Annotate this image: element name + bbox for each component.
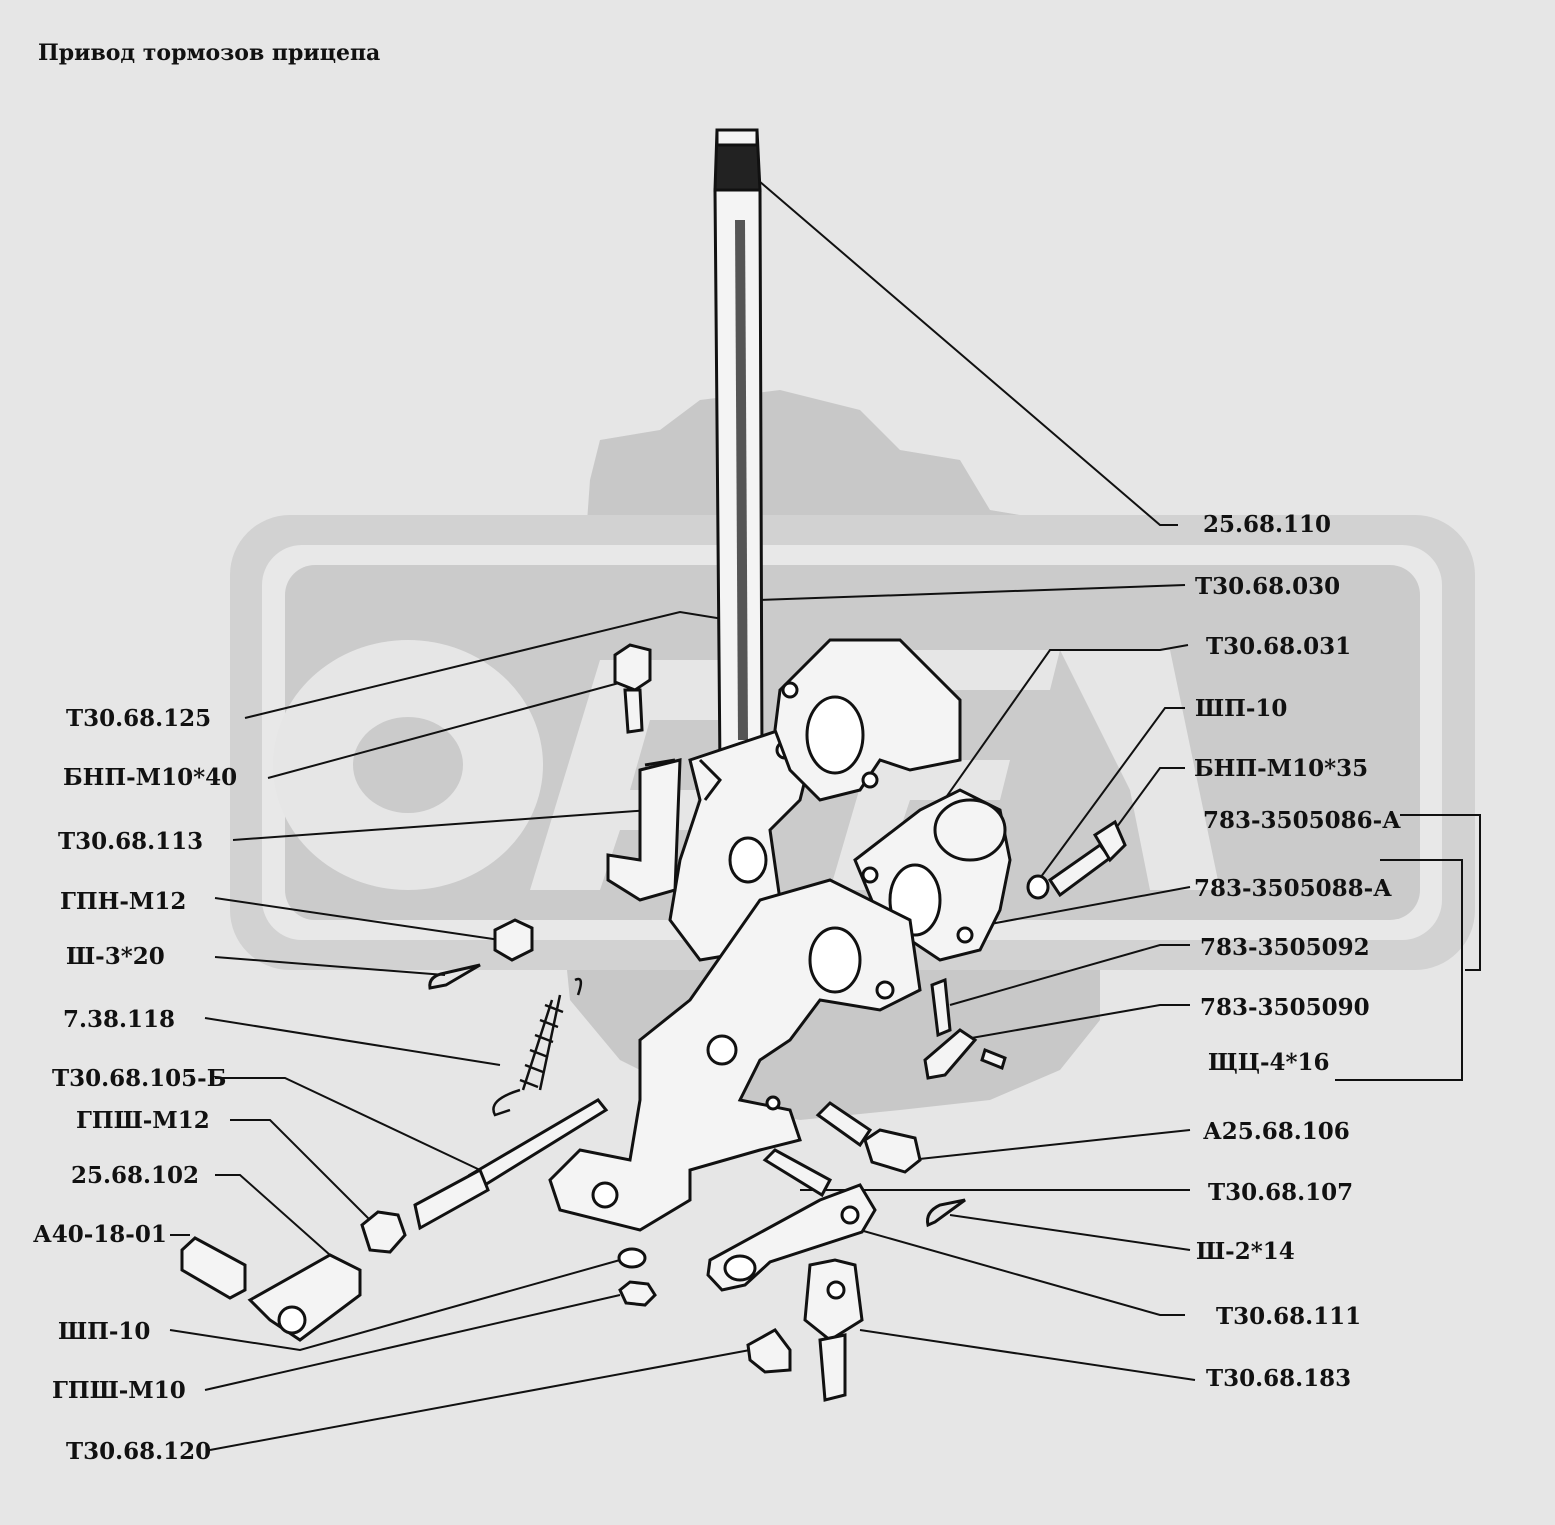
parts — [180, 128, 1127, 1402]
label-t30-68-120: Т30.68.120 — [66, 1438, 212, 1465]
leader-t30-68-031 — [869, 644, 1189, 906]
arm-t30-68-111 — [706, 1183, 877, 1292]
label-783-3505086-a: 783-3505086-А — [1203, 807, 1401, 834]
label-25-68-102: 25.68.102 — [71, 1162, 200, 1189]
label-t30-68-113: Т30.68.113 — [58, 828, 204, 855]
label-t30-68-107: Т30.68.107 — [1208, 1179, 1354, 1206]
bushing-t30-68-120 — [746, 1328, 792, 1374]
leader-sh-3x20 — [214, 956, 446, 976]
leader-7-38-118 — [204, 1017, 501, 1066]
washer-shp10-l — [617, 1247, 647, 1269]
nut-gpn-m12 — [493, 918, 534, 962]
bolt-bnp-m10x35 — [1047, 819, 1127, 898]
label-783-3505092: 783-3505092 — [1200, 934, 1370, 961]
leader-gpn-m12 — [214, 897, 501, 941]
leader-a25-68-106 — [909, 1129, 1191, 1161]
washer-shp10-r — [1026, 874, 1050, 900]
pin-t30-68-107 — [762, 1148, 833, 1198]
label-t30-68-183: Т30.68.183 — [1206, 1365, 1352, 1392]
label-gpsh-m12: ГПШ-М12 — [76, 1107, 210, 1134]
label-t30-68-111: Т30.68.111 — [1216, 1303, 1362, 1330]
leader-25-68-102 — [215, 1174, 331, 1256]
leader-lines — [169, 174, 1481, 1451]
leader-t30-68-120 — [209, 1349, 751, 1451]
leader-sh-2x14 — [949, 1214, 1191, 1251]
label-shp10-left: ШП-10 — [58, 1318, 151, 1345]
leader-shp10-l — [169, 1259, 621, 1352]
leader-t30-68-030 — [759, 584, 1186, 601]
spring-7-38-118 — [492, 977, 583, 1117]
bolt-bnp-m10x40 — [613, 643, 652, 734]
cotter-pin-sh-2x14 — [926, 1198, 966, 1228]
leader-gpsh-m10 — [204, 1294, 621, 1391]
label-sh-3x20: Ш-3*20 — [66, 943, 165, 970]
plate-t30-68-113 — [606, 758, 682, 902]
label-shp10-right: ШП-10 — [1195, 695, 1288, 722]
pin-a40-18-01 — [180, 1236, 247, 1300]
lower-bracket — [548, 878, 922, 1232]
page-title: Привод тормозов прицепа — [38, 40, 381, 66]
nut-gpsh-m12 — [360, 1210, 407, 1254]
label-783-3505088-a: 783-3505088-А — [1194, 875, 1392, 902]
leader-shp10-r — [1034, 707, 1185, 886]
leader-783-088a — [984, 886, 1191, 926]
spring-783-3505092 — [930, 977, 952, 1038]
leader-bnp-m10x35 — [1099, 767, 1185, 851]
leader-t30-68-113 — [232, 809, 651, 841]
nut-gpsh-m10 — [618, 1280, 657, 1307]
label-bnp-m10x40: БНП-М10*40 — [63, 764, 238, 791]
leader-shch-4x16 — [1335, 859, 1463, 1081]
pin-shch-4x16 — [980, 1047, 1007, 1071]
label-shch-4x16: ЩЦ-4*16 — [1208, 1049, 1330, 1076]
label-a25-68-106: А25.68.106 — [1203, 1118, 1350, 1145]
label-t30-68-031: Т30.68.031 — [1206, 633, 1352, 660]
leader-783-086a — [1400, 814, 1481, 971]
leader-783-090 — [959, 1004, 1190, 1041]
label-gpsh-m10: ГПШ-М10 — [52, 1377, 186, 1404]
label-bnp-m10x35: БНП-М10*35 — [1194, 755, 1369, 782]
clevis-25-68-102 — [247, 1253, 362, 1342]
label-t30-68-030: Т30.68.030 — [1195, 573, 1341, 600]
clevis-t30-68-183 — [803, 1258, 864, 1402]
leader-783-092 — [949, 944, 1190, 1006]
bolt-a25-68-106 — [815, 1101, 922, 1174]
label-7-38-118: 7.38.118 — [63, 1006, 176, 1033]
leader-t30-68-111 — [859, 1229, 1185, 1316]
label-t30-68-125: Т30.68.125 — [66, 705, 212, 732]
cotter-pin-sh-3x20 — [428, 963, 481, 990]
label-783-3505090: 783-3505090 — [1200, 994, 1370, 1021]
label-a40-18-01: А40-18-01 — [33, 1221, 167, 1248]
leader-bnp-m10x40 — [267, 679, 631, 779]
leader-t30-68-183 — [859, 1329, 1196, 1381]
label-sh-2x14: Ш-2*14 — [1196, 1238, 1295, 1265]
flange-bracket-top — [773, 638, 962, 802]
label-t30-68-105-b: Т30.68.105-Б — [52, 1065, 227, 1092]
leader-t30-68-105b — [215, 1077, 481, 1171]
leader-25-68-110 — [751, 174, 1178, 526]
label-25-68-110: 25.68.110 — [1203, 511, 1332, 538]
rod-t30-68-105b — [413, 1098, 609, 1231]
plate-783-3505090 — [923, 1028, 978, 1080]
lever-handle — [713, 128, 764, 772]
leader-gpsh-m12 — [230, 1119, 376, 1226]
label-gpn-m12: ГПН-М12 — [60, 888, 187, 915]
